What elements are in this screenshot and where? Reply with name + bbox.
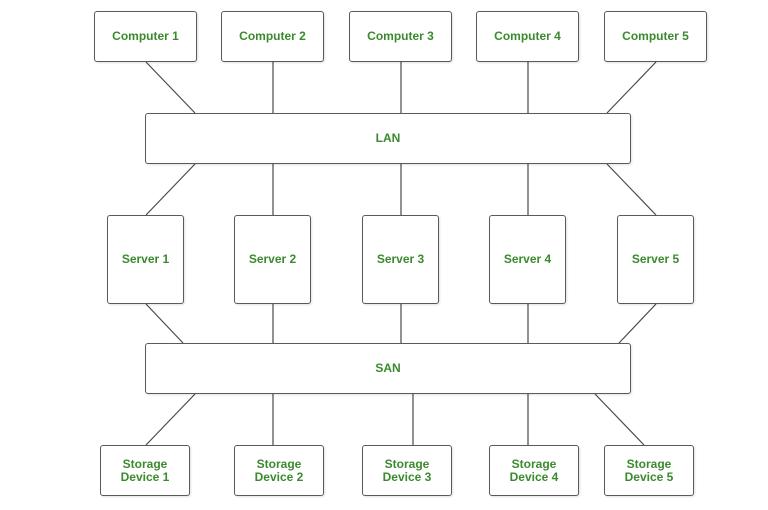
server-5-node: Server 5 bbox=[617, 215, 694, 304]
computer-5-node: Computer 5 bbox=[604, 11, 707, 62]
storage-device-1-node: Storage Device 1 bbox=[100, 445, 190, 496]
storage-device-3-label: Storage Device 3 bbox=[382, 456, 432, 484]
server-3-label: Server 3 bbox=[376, 252, 425, 266]
lan-bus: LAN bbox=[145, 113, 631, 164]
computer-4-node: Computer 4 bbox=[476, 11, 579, 62]
storage-device-4-line-2: Device 4 bbox=[509, 469, 559, 484]
server-2-node: Server 2 bbox=[234, 215, 311, 304]
computer-2-node: Computer 2 bbox=[221, 11, 324, 62]
server-4-label: Server 4 bbox=[503, 252, 552, 266]
link-computer-5-lan bbox=[606, 61, 657, 114]
storage-device-4-label: Storage Device 4 bbox=[509, 456, 559, 484]
storage-device-1-line-1: Storage bbox=[122, 456, 168, 471]
server-5-label: Server 5 bbox=[631, 252, 680, 266]
computer-3-node: Computer 3 bbox=[349, 11, 452, 62]
server-2-label: Server 2 bbox=[248, 252, 297, 266]
link-server-1-san bbox=[145, 303, 184, 344]
storage-device-2-node: Storage Device 2 bbox=[234, 445, 324, 496]
computer-1-label: Computer 1 bbox=[112, 29, 179, 43]
san-label: SAN bbox=[375, 361, 401, 375]
link-server-5-san bbox=[618, 303, 657, 344]
storage-device-4-line-1: Storage bbox=[511, 456, 557, 471]
storage-device-2-line-1: Storage bbox=[256, 456, 302, 471]
storage-device-3-line-1: Storage bbox=[384, 456, 430, 471]
server-4-node: Server 4 bbox=[489, 215, 566, 304]
storage-device-2-line-2: Device 2 bbox=[254, 469, 304, 484]
computer-3-label: Computer 3 bbox=[367, 29, 434, 43]
link-lan-server-1 bbox=[145, 163, 196, 216]
link-computer-1-lan bbox=[145, 61, 196, 114]
computer-2-label: Computer 2 bbox=[239, 29, 306, 43]
server-1-node: Server 1 bbox=[107, 215, 184, 304]
link-san-storage-5 bbox=[594, 393, 645, 446]
link-san-storage-1 bbox=[145, 393, 196, 446]
computer-4-label: Computer 4 bbox=[494, 29, 561, 43]
storage-device-1-label: Storage Device 1 bbox=[120, 456, 170, 484]
storage-device-3-node: Storage Device 3 bbox=[362, 445, 452, 496]
link-lan-server-5 bbox=[606, 163, 657, 216]
san-bus: SAN bbox=[145, 343, 631, 394]
computer-1-node: Computer 1 bbox=[94, 11, 197, 62]
storage-device-5-label: Storage Device 5 bbox=[624, 456, 674, 484]
server-1-label: Server 1 bbox=[121, 252, 170, 266]
storage-device-5-line-2: Device 5 bbox=[624, 469, 674, 484]
server-3-node: Server 3 bbox=[362, 215, 439, 304]
lan-label: LAN bbox=[375, 131, 401, 145]
storage-device-1-line-2: Device 1 bbox=[120, 469, 170, 484]
storage-device-2-label: Storage Device 2 bbox=[254, 456, 304, 484]
storage-device-5-line-1: Storage bbox=[626, 456, 672, 471]
storage-device-3-line-2: Device 3 bbox=[382, 469, 432, 484]
storage-device-4-node: Storage Device 4 bbox=[489, 445, 579, 496]
storage-device-5-node: Storage Device 5 bbox=[604, 445, 694, 496]
computer-5-label: Computer 5 bbox=[622, 29, 689, 43]
